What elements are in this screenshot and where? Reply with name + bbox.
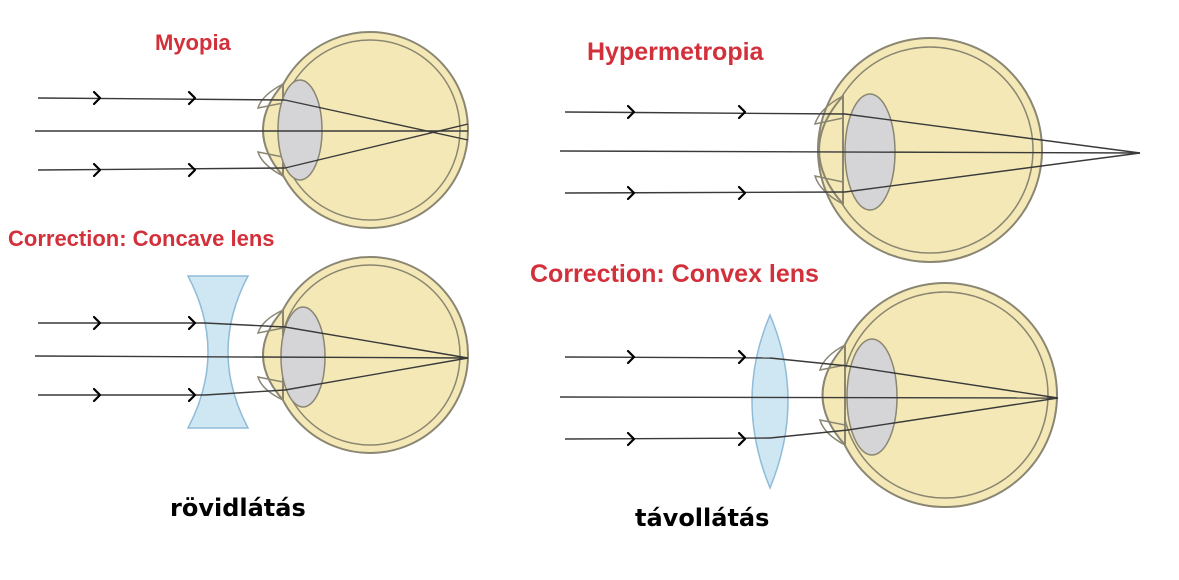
- concave-lens: [186, 275, 250, 429]
- myopia-panel: Myopia: [35, 30, 469, 229]
- corrected-hypermetropia-eye: [818, 282, 1058, 508]
- hypermetropia-title: Hypermetropia: [587, 38, 765, 66]
- hypermetropia-caption: távollátás: [635, 504, 769, 532]
- myopia-correction-title: Correction: Concave lens: [8, 226, 275, 251]
- hypermetropia-panel: Hypermetropia: [559, 37, 1141, 263]
- myopia-caption: rövidlátás: [170, 494, 306, 522]
- myopia-correction-rays: [34, 315, 469, 403]
- hypermetropia-correction-rays: [559, 349, 1059, 447]
- hypermetropia-correction-title: Correction: Convex lens: [530, 260, 819, 288]
- corrected-myopia-eye: [256, 256, 469, 454]
- hypermetropia-eye: [813, 37, 1043, 263]
- convex-lens: [751, 313, 789, 490]
- myopia-title: Myopia: [155, 30, 232, 55]
- hypermetropia-rays: [559, 104, 1141, 201]
- hypermetropia-correction-panel: Correction: Convex lens távollátás: [530, 260, 1059, 532]
- myopia-eye: [256, 31, 469, 229]
- myopia-rays: [35, 90, 469, 178]
- myopia-correction-panel: Correction: Concave lens rövidlátás: [8, 226, 469, 522]
